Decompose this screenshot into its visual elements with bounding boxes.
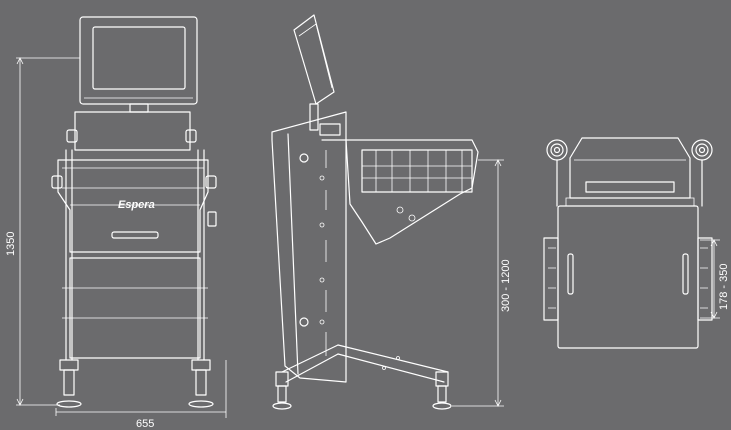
front-view: Espera [51,16,217,408]
label-178-350: 178 - 350 [718,264,730,310]
dimension-depth-range: 178 - 350 [700,239,730,319]
label-1350: 1350 [5,232,17,256]
side-view [271,14,479,410]
top-view [543,137,713,349]
label-300-1200: 300 - 1200 [500,259,512,312]
dimension-height-total: 1350 [5,57,80,406]
label-655: 655 [136,418,154,430]
dimension-height-range: 300 - 1200 [452,159,512,407]
front-panel-logo: Espera [118,199,155,211]
dimension-width-total: 655 [55,360,227,430]
